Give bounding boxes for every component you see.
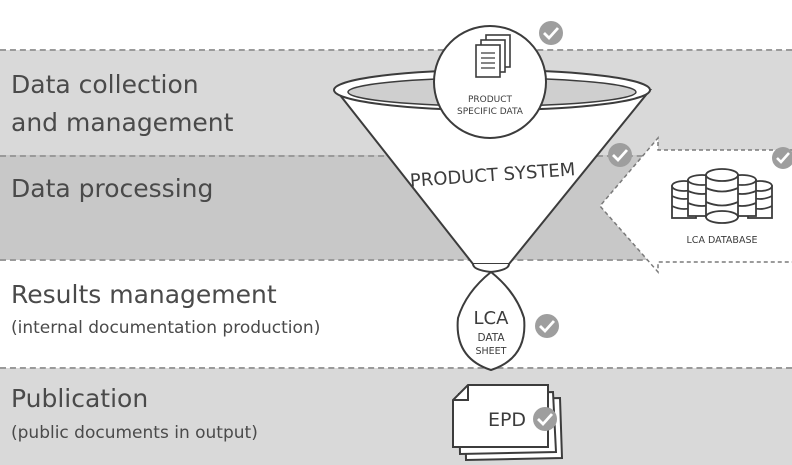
check-badge-icon [533,407,557,431]
stage-data-collection-line2: and management [11,108,234,137]
stage-publication-subtitle: (public documents in output) [11,423,258,443]
product-specific-data-label-2: SPECIFIC DATA [457,107,524,117]
stage-results-management-subtitle: (internal documentation production) [11,318,321,338]
documents-icon [475,34,511,78]
product-specific-data-label-1: PRODUCT [468,95,513,105]
stage-publication: Publication [11,384,149,413]
stage-data-processing: Data processing [11,174,214,203]
band-results-management [0,260,792,368]
stage-results-management: Results management [11,280,277,309]
product-system-funnel [333,69,653,274]
divider-1 [0,49,792,51]
lca-data-sheet-label-2: DATA [477,332,505,344]
stage-data-collection-line1: Data collection [11,70,199,99]
lca-data-sheet-label-1: LCA [474,308,510,329]
band-top [0,0,792,50]
lca-database-label: LCA DATABASE [687,235,758,246]
product-specific-data-node [433,25,547,139]
check-badge-icon [535,314,559,338]
divider-4 [0,367,792,369]
lca-data-sheet-label-3: SHEET [476,346,507,357]
check-badge-icon [539,21,563,45]
lca-data-sheet-node [456,270,526,372]
database-icon [671,168,773,224]
epd-label: EPD [488,409,526,431]
check-badge-icon [608,143,632,167]
divider-3 [0,259,792,261]
check-badge-icon [772,147,792,169]
band-publication [0,368,792,465]
document-stack-icon [452,384,564,462]
